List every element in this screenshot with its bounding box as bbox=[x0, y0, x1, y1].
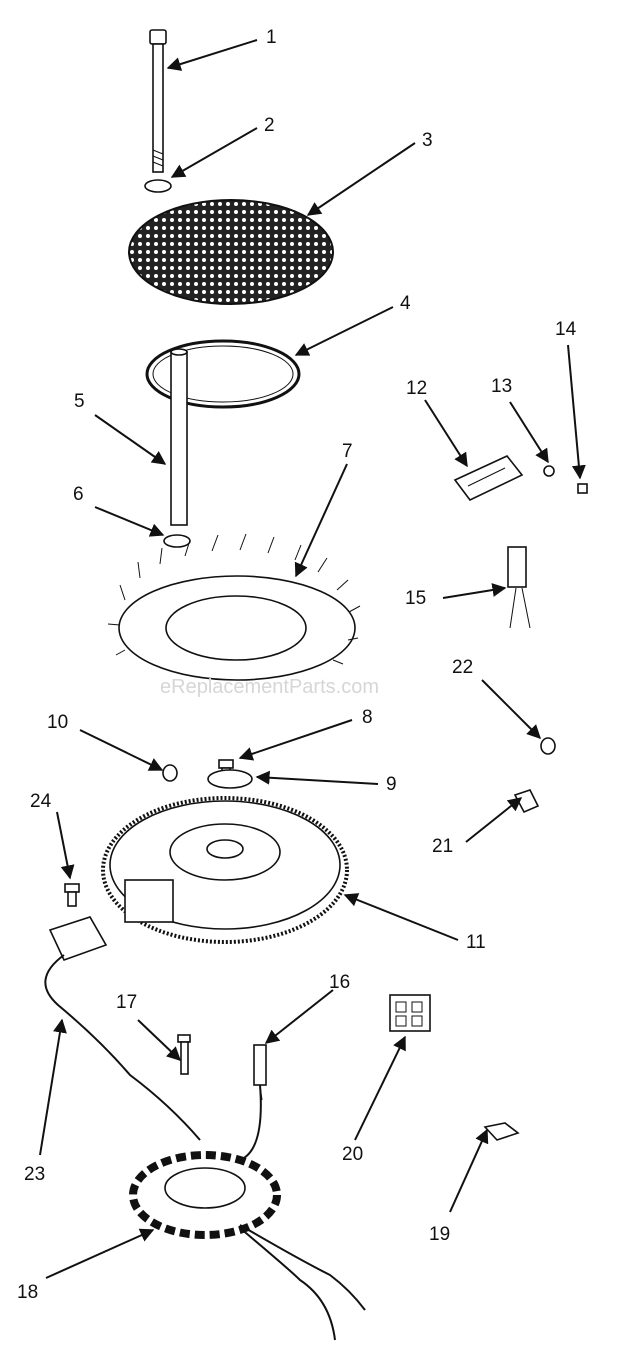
part-20-connector-block bbox=[389, 994, 431, 1032]
part-24-screw bbox=[64, 883, 80, 907]
part-13-washer bbox=[543, 465, 555, 477]
part-7-fan bbox=[107, 533, 361, 681]
part-19-clip bbox=[483, 1122, 520, 1141]
callout-8: 8 bbox=[362, 707, 373, 728]
part-11-flywheel bbox=[101, 796, 349, 944]
callout-11: 11 bbox=[466, 932, 486, 953]
callout-19: 19 bbox=[429, 1224, 450, 1245]
watermark: eReplacementParts.com bbox=[160, 676, 379, 698]
callout-24: 24 bbox=[30, 791, 52, 812]
callout-7: 7 bbox=[342, 441, 353, 462]
callout-21: 21 bbox=[432, 836, 453, 857]
part-3-screen bbox=[128, 199, 334, 305]
part-14-screw bbox=[577, 483, 588, 494]
callout-14: 14 bbox=[555, 319, 577, 340]
callout-23: 23 bbox=[24, 1164, 45, 1185]
callout-1: 1 bbox=[266, 27, 277, 48]
part-17-bolt bbox=[177, 1034, 191, 1075]
callout-17: 17 bbox=[116, 992, 137, 1013]
callout-22: 22 bbox=[452, 657, 473, 678]
callout-16: 16 bbox=[329, 972, 350, 993]
callout-15: 15 bbox=[405, 588, 426, 609]
callout-2: 2 bbox=[264, 115, 275, 136]
part-6-washer bbox=[163, 534, 191, 548]
callout-12: 12 bbox=[406, 378, 427, 399]
callout-3: 3 bbox=[422, 130, 433, 151]
part-5-tube bbox=[170, 348, 188, 526]
part-12-plate bbox=[453, 455, 524, 502]
callout-10: 10 bbox=[47, 712, 68, 733]
callout-6: 6 bbox=[73, 484, 84, 505]
part-22-nut bbox=[540, 737, 556, 755]
part-23-ignition-module bbox=[44, 916, 201, 1141]
part-18-stator bbox=[129, 1084, 366, 1341]
part-9-washer bbox=[207, 769, 253, 789]
part-10-nut bbox=[162, 764, 178, 782]
part-15-terminal bbox=[507, 546, 531, 629]
part-1-long-bolt bbox=[149, 29, 167, 173]
callout-9: 9 bbox=[386, 774, 397, 795]
part-4-ring bbox=[145, 339, 301, 409]
callout-4: 4 bbox=[400, 293, 411, 314]
part-2-washer bbox=[144, 179, 172, 193]
callout-13: 13 bbox=[491, 376, 512, 397]
callout-20: 20 bbox=[342, 1144, 363, 1165]
callout-lines bbox=[39, 39, 586, 1279]
callout-5: 5 bbox=[74, 391, 85, 412]
callout-18: 18 bbox=[17, 1282, 38, 1303]
